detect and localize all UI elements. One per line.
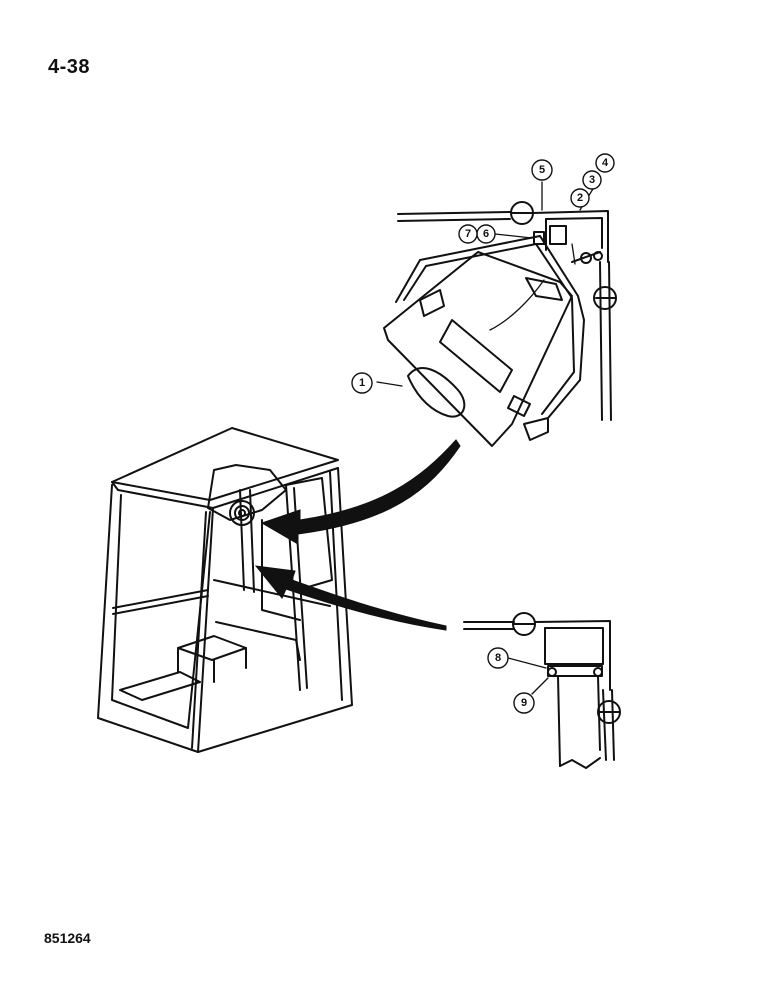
callout-9: 9 (513, 692, 535, 714)
svg-text:5: 5 (539, 164, 545, 176)
callout-4: 4 (595, 153, 615, 173)
svg-text:7: 7 (465, 228, 471, 240)
svg-text:3: 3 (589, 174, 595, 186)
callout-6: 6 (476, 224, 496, 244)
beacon-light-assembly (383, 235, 585, 447)
arrow-upper (260, 439, 461, 545)
callout-2: 2 (570, 188, 590, 208)
svg-text:6: 6 (483, 228, 489, 240)
callout-5: 5 (531, 159, 553, 181)
callout-1: 1 (351, 372, 373, 394)
lower-mounting-detail (463, 612, 621, 769)
arrow-lower (254, 565, 447, 631)
callout-3: 3 (582, 170, 602, 190)
drawing-id: 851264 (44, 930, 91, 946)
svg-text:8: 8 (495, 652, 501, 664)
upper-mounting-detail (397, 201, 617, 421)
callout-8: 8 (487, 647, 509, 669)
page-number: 4-38 (48, 56, 91, 78)
direction-arrows (254, 439, 461, 631)
svg-text:1: 1 (359, 377, 365, 389)
svg-text:9: 9 (521, 697, 527, 709)
svg-text:2: 2 (577, 192, 583, 204)
svg-text:4: 4 (602, 157, 609, 169)
callout-7: 7 (458, 224, 478, 244)
